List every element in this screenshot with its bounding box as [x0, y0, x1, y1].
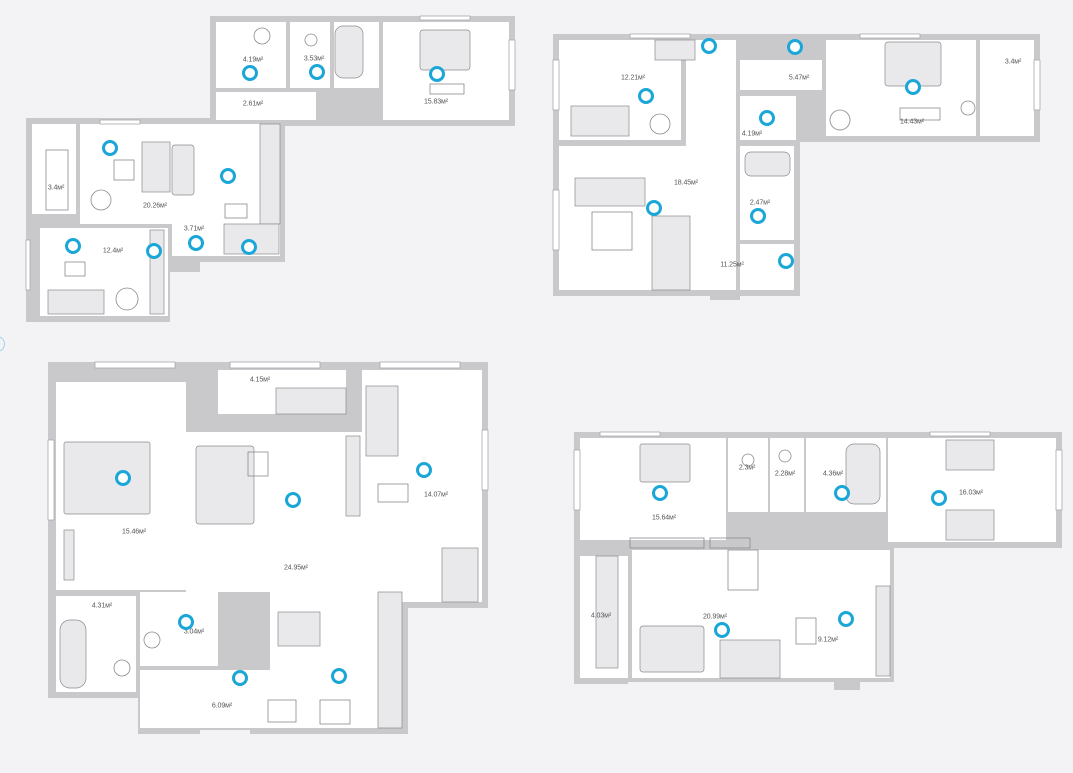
room-area-label: 9.12м² — [817, 636, 839, 644]
room-hotspot-marker[interactable] — [220, 168, 236, 184]
room-area-label: 5.47м² — [788, 74, 810, 82]
room-area-label: 16.03м² — [959, 489, 983, 497]
room-area-label: 15.46м² — [122, 528, 146, 536]
room-area-label: 2.61м² — [242, 100, 264, 108]
room-area-label: 12.4м² — [102, 247, 124, 255]
room-hotspot-marker[interactable] — [232, 670, 248, 686]
room-hotspot-marker[interactable] — [778, 253, 794, 269]
room-area-label: 3.53м² — [303, 55, 325, 63]
room-area-label: 18.45м² — [674, 179, 698, 187]
room-area-label: 6.09м² — [211, 702, 233, 710]
floor-plan-3-drawing — [47, 361, 489, 734]
room-hotspot-marker[interactable] — [65, 238, 81, 254]
room-hotspot-marker[interactable] — [331, 668, 347, 684]
room-area-label: 3.04м² — [183, 628, 205, 636]
room-area-label: 3.4м² — [1004, 58, 1022, 66]
room-area-label: 3.4м² — [47, 184, 65, 192]
room-area-label: 11.25м² — [720, 261, 744, 269]
room-area-label: 3.71м² — [183, 225, 205, 233]
room-hotspot-marker[interactable] — [309, 64, 325, 80]
room-area-label: 2.47м² — [749, 199, 771, 207]
room-hotspot-marker[interactable] — [638, 88, 654, 104]
room-hotspot-marker[interactable] — [242, 65, 258, 81]
room-hotspot-marker[interactable] — [241, 239, 257, 255]
room-hotspot-marker[interactable] — [416, 462, 432, 478]
room-area-label: 4.03м² — [590, 612, 612, 620]
room-area-label: 15.83м² — [424, 98, 448, 106]
room-hotspot-marker[interactable] — [115, 470, 131, 486]
room-hotspot-marker[interactable] — [102, 140, 118, 156]
room-area-label: 14.43м² — [900, 118, 924, 126]
room-area-label: 4.36м² — [822, 470, 844, 478]
room-hotspot-marker[interactable] — [701, 38, 717, 54]
room-area-label: 4.19м² — [242, 56, 264, 64]
room-hotspot-marker[interactable] — [787, 39, 803, 55]
room-hotspot-marker[interactable] — [931, 490, 947, 506]
room-hotspot-marker[interactable] — [714, 622, 730, 638]
room-hotspot-marker[interactable] — [146, 243, 162, 259]
room-area-label: 4.15м² — [249, 376, 271, 384]
floor-plan-2[interactable] — [0, 0, 1073, 330]
room-hotspot-marker[interactable] — [178, 614, 194, 630]
room-area-label: 20.99м² — [703, 613, 727, 621]
room-hotspot-marker[interactable] — [652, 485, 668, 501]
room-hotspot-marker[interactable] — [429, 66, 445, 82]
room-hotspot-marker[interactable] — [285, 492, 301, 508]
room-hotspot-marker[interactable] — [834, 485, 850, 501]
room-area-label: 4.31м² — [91, 602, 113, 610]
room-area-label: 2.3м² — [738, 464, 756, 472]
room-hotspot-marker[interactable] — [646, 200, 662, 216]
room-area-label: 24.95м² — [284, 564, 308, 572]
room-hotspot-marker[interactable] — [905, 79, 921, 95]
room-hotspot-marker[interactable] — [188, 235, 204, 251]
room-area-label: 15.64м² — [652, 514, 676, 522]
room-area-label: 20.26м² — [143, 202, 167, 210]
floor-plan-2-drawing — [552, 33, 1041, 300]
room-area-label: 12.21м² — [621, 74, 645, 82]
room-hotspot-marker[interactable] — [838, 611, 854, 627]
room-area-label: 4.19м² — [741, 130, 763, 138]
floor-plan-3[interactable] — [0, 0, 500, 773]
room-hotspot-marker[interactable] — [750, 208, 766, 224]
room-area-label: 14.07м² — [424, 491, 448, 499]
room-area-label: 2.28м² — [774, 470, 796, 478]
room-hotspot-marker[interactable] — [759, 110, 775, 126]
